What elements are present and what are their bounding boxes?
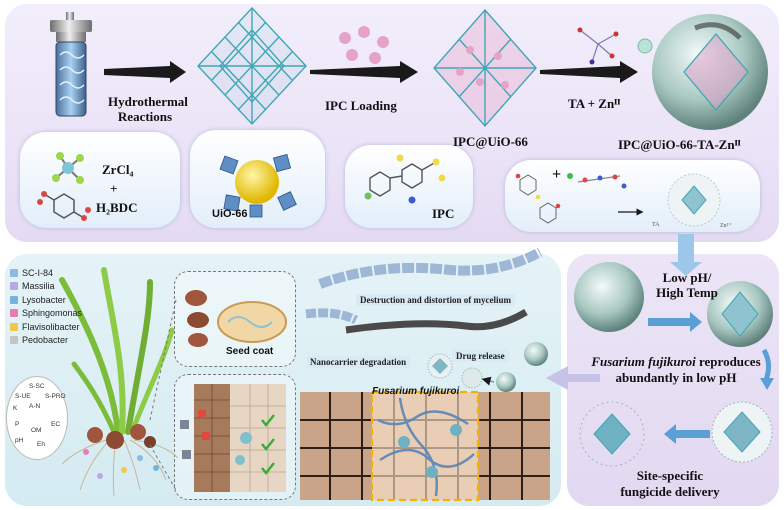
h2bdc-label: H₂BDC (96, 200, 138, 215)
soil-prop: Eh (37, 441, 45, 448)
h2bdc-molecule-icon (37, 191, 91, 221)
legend-label: Sphingomonas (22, 308, 83, 319)
zrcl4-molecule-icon (52, 152, 84, 184)
soil-prop: P (15, 421, 20, 428)
legend-item: SC-I-84 (10, 266, 82, 280)
ipc-label: IPC (432, 206, 455, 221)
infected-tissue-icon (300, 390, 550, 502)
drug-release-label: Drug release (452, 350, 509, 362)
microbe-dots-icon (83, 449, 159, 479)
reproduces-label: Fusarium fujikuroi reproduces abundantly… (578, 354, 774, 386)
coated-nanoparticle-icon (652, 14, 768, 130)
seed-cluster-icon (87, 424, 156, 449)
arrow-to-release-panel (670, 234, 702, 276)
arrow-ph-trigger (648, 312, 702, 332)
arrow-release (664, 424, 710, 444)
soil-prop: S-SC (29, 383, 45, 390)
ipc-uio66-icon (433, 8, 537, 128)
arrow-coating (540, 61, 638, 83)
arrow-curve-down (761, 348, 772, 381)
uio66-label: UiO-66 (212, 208, 248, 220)
ipc-uio66-label: IPC@UiO-66 (453, 134, 528, 149)
root-system-icon (61, 439, 179, 497)
ta-small-label: TA (652, 222, 660, 228)
nanocarrier-sequence-icon (427, 342, 548, 392)
legend-item: Massilia (10, 280, 82, 294)
legend-item: Pedobacter (10, 334, 82, 348)
released-particle-icon (711, 401, 773, 463)
zrcl4-label: ZrCl₄ (102, 162, 134, 177)
mycelium-icon (305, 247, 543, 334)
legend-swatch (10, 295, 18, 304)
degradation-label: Nanocarrier degradation (306, 356, 411, 368)
zoom-line-seed (149, 299, 177, 421)
soil-prop: OM (31, 427, 42, 434)
zn-chain-icon (567, 173, 627, 189)
seeds-icon (185, 290, 287, 347)
soil-prop: A-N (29, 403, 41, 410)
arrow-hydrothermal (104, 61, 186, 83)
legend-swatch (10, 268, 18, 277)
intact-particle-icon (574, 262, 644, 332)
ta-zn-label: TA + Znᴵᴵ (568, 96, 621, 111)
plus-small-label: + (552, 166, 562, 183)
soil-prop: EC (51, 421, 61, 428)
soil-prop: K (13, 405, 18, 412)
legend-label: SC-I-84 (22, 267, 54, 278)
legend-label: Pedobacter (22, 335, 69, 346)
uio66-cluster-icon (219, 153, 297, 218)
opening-particle-icon (707, 281, 773, 347)
legend-item: Sphingomonas (10, 307, 82, 321)
ipc-molecules-icon (339, 26, 389, 64)
root-tissue-icon (180, 384, 286, 492)
ipc-structure-icon (364, 154, 446, 204)
low-ph-label: Low pH/ High Temp (656, 270, 718, 300)
mycelium-label: Destruction and distortion of mycelium (356, 294, 515, 306)
ipc-loading-label: IPC Loading (325, 98, 397, 113)
soil-properties-oval: S-SC S-UE K A-N S-PRO P EC OM pH Eh (6, 376, 68, 460)
precursor-bubble (20, 132, 180, 228)
coated-network-icon (667, 173, 721, 227)
soil-prop: S-PRO (45, 393, 66, 400)
reproduces-rest-label: reproduces abundantly in low pH (615, 354, 761, 385)
legend-label: Flavisolibacter (22, 321, 80, 332)
zoom-line-root (149, 444, 177, 491)
fusarium-tissue-label: Fusarium fujikuroi (372, 386, 460, 397)
ta-zn-icon (577, 27, 653, 65)
legend-label: Lysobacter (22, 294, 66, 305)
ta-structure-icon (515, 173, 561, 224)
degraded-particle-icon (579, 401, 645, 467)
zn-small-label: Zn²⁺ (720, 223, 732, 229)
legend-swatch (10, 336, 18, 345)
autoclave-icon (50, 12, 92, 117)
seed-coat-label: Seed coat (226, 346, 274, 357)
delivery-label: Site-specific fungicide delivery (620, 468, 720, 499)
uio66-framework-icon (197, 6, 307, 126)
rice-plant-icon (59, 267, 175, 435)
plus-label: + (110, 181, 118, 196)
hydrothermal-label: Hydrothermal Reactions (108, 94, 188, 124)
fusarium-species-label: Fusarium fujikuroi (591, 354, 696, 369)
legend-swatch (10, 309, 18, 318)
legend-item: Lysobacter (10, 293, 82, 307)
arrow-ipc-loading (310, 61, 418, 83)
soil-prop: S-UE (15, 393, 31, 400)
legend-item: Flavisolibacter (10, 320, 82, 334)
legend-swatch (10, 282, 18, 291)
legend-label: Massilia (22, 281, 55, 292)
legend-swatch (10, 322, 18, 331)
arrow-to-plant-panel (546, 366, 600, 390)
microbe-legend: SC-I-84 Massilia Lysobacter Sphingomonas… (10, 266, 82, 347)
soil-prop: pH (15, 437, 24, 444)
final-product-label: IPC@UiO-66-TA-Znᴵᴵ (618, 137, 741, 152)
